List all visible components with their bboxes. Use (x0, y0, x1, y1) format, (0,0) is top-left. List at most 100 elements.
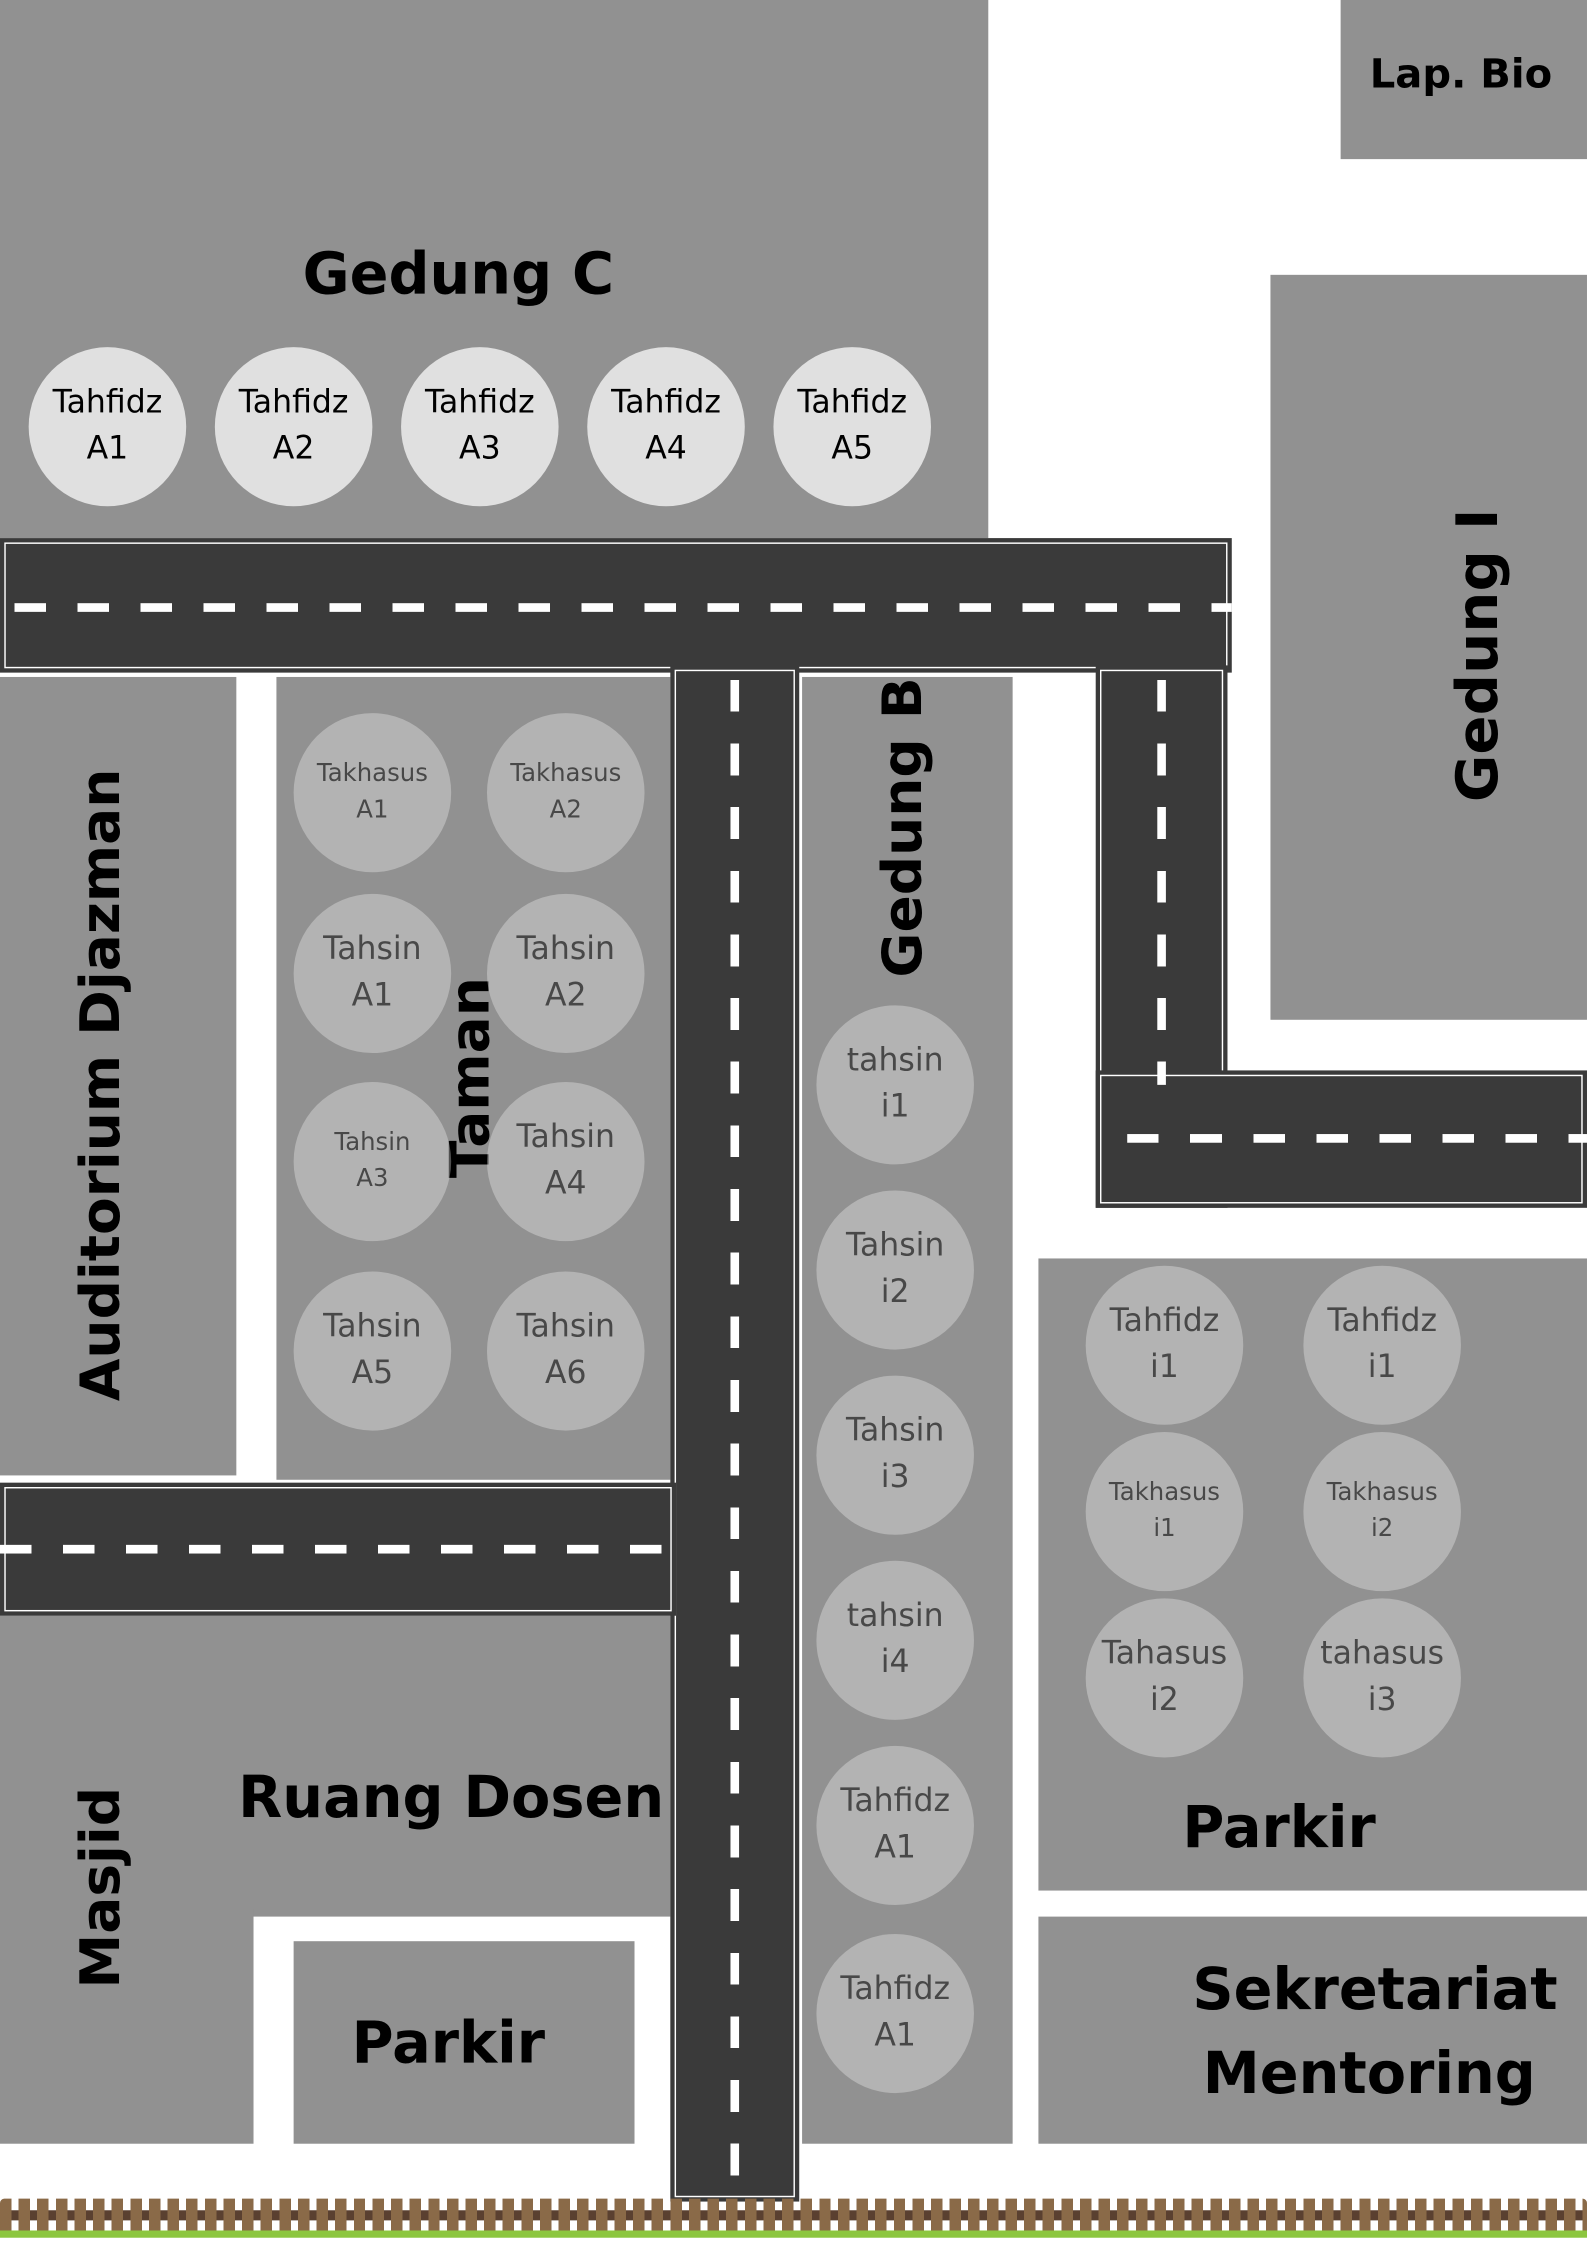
room-label: Tahsin i3 (846, 1409, 944, 1501)
room-type: Takhasus (1326, 1478, 1438, 1508)
lane-marking (14, 603, 1232, 612)
room-type: Tahfidz (611, 384, 721, 422)
room-code: A1 (874, 1829, 916, 1866)
lane-marking (1157, 679, 1166, 1085)
room-marker[interactable]: Takhasus i2 (1303, 1432, 1461, 1592)
label-sekretariat-1: Sekretariat (1192, 1957, 1558, 2024)
room-code: i3 (880, 1459, 910, 1496)
label-gedung-c: Gedung C (302, 241, 615, 309)
room-code: i1 (1367, 1349, 1397, 1386)
building-ruang-dosen[interactable] (0, 1615, 671, 1917)
room-code: i1 (1153, 1514, 1176, 1544)
room-marker[interactable]: tahasus i3 (1303, 1598, 1461, 1758)
room-code: A6 (544, 1355, 587, 1392)
room-label: tahsin i4 (847, 1594, 944, 1686)
fence (0, 2198, 1587, 2242)
room-type: Tahfidz (238, 384, 349, 422)
label-parkir-right: Parkir (1182, 1795, 1376, 1862)
room-type: Tahfidz (424, 384, 535, 422)
lane-marking (0, 1544, 667, 1554)
room-type: Tahsin (845, 1228, 945, 1265)
room-code: i2 (880, 1274, 910, 1311)
label-ruang-dosen: Ruang Dosen (238, 1764, 665, 1832)
label-lap-bio: Lap. Bio (1369, 50, 1553, 98)
building-lap-bio[interactable] (1340, 0, 1587, 160)
room-type: Tahfidz (1327, 1303, 1438, 1340)
room-label: Tahsin i2 (846, 1224, 944, 1316)
room-code: i1 (880, 1089, 910, 1126)
label-auditorium: Auditorium Djazman (68, 768, 132, 1402)
room-type: Tahsin (516, 931, 615, 968)
room-type: Tahsin (323, 931, 422, 968)
room-marker[interactable]: Tahfidz i1 (1303, 1265, 1461, 1425)
room-marker[interactable]: Tahsin i3 (816, 1375, 974, 1535)
room-code: A4 (645, 431, 687, 468)
area-parkir-left[interactable] (293, 1941, 635, 2144)
building-sekretariat[interactable] (1038, 1916, 1587, 2144)
room-marker[interactable]: tahsin i4 (816, 1560, 974, 1720)
room-type: Tahfidz (840, 1971, 951, 2008)
room-code: A2 (272, 431, 315, 468)
room-type: Tahfidz (52, 384, 163, 422)
room-marker[interactable]: Tahsin i2 (816, 1190, 974, 1350)
room-code: A3 (356, 1164, 389, 1194)
area-taman[interactable] (276, 676, 671, 1480)
building-gedung-i[interactable] (1270, 274, 1587, 1020)
building-auditorium[interactable] (0, 676, 237, 1476)
room-code: i2 (1371, 1514, 1394, 1544)
building-masjid[interactable] (0, 1909, 254, 2144)
room-code: A2 (544, 977, 587, 1014)
label-parkir-left: Parkir (351, 2010, 545, 2078)
area-parkir-right[interactable] (1038, 1258, 1587, 1891)
room-type: Tahfidz (1109, 1303, 1220, 1340)
room-type: tahasus (1320, 1636, 1445, 1673)
room-code: A5 (831, 431, 874, 468)
room-code: i2 (1150, 1682, 1179, 1719)
room-label: Takhasus i2 (1327, 1476, 1438, 1547)
room-type: Tahsin (323, 1309, 422, 1346)
room-type: Tahsin (845, 1413, 945, 1450)
room-code: A1 (86, 431, 129, 468)
lane-marking (730, 679, 740, 2199)
room-type: tahsin (846, 1598, 944, 1635)
room-code: A2 (549, 795, 582, 825)
room-label: tahasus i3 (1320, 1632, 1444, 1724)
room-type: Takhasus (316, 759, 428, 789)
building-gedung-b[interactable] (802, 676, 1013, 2144)
room-code: i3 (1367, 1682, 1397, 1719)
room-code: i4 (880, 1644, 910, 1681)
label-sekretariat-2: Mentoring (1202, 2041, 1536, 2108)
room-type: Tahsin (516, 1309, 615, 1346)
